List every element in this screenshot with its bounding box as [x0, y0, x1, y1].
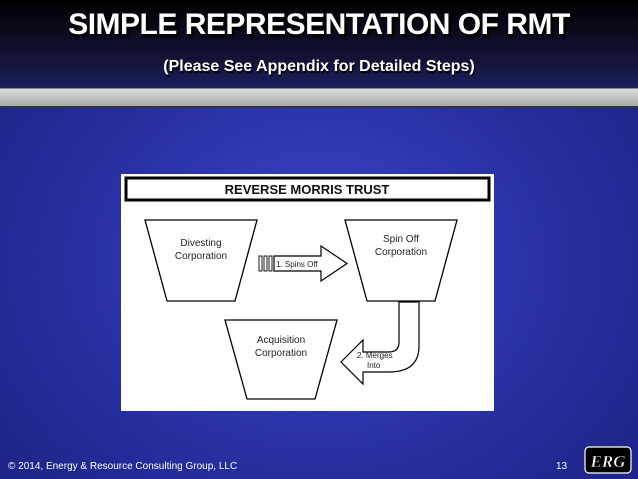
spinoff-corporation-shape	[344, 219, 458, 302]
spins-off-label: 1. Spins Off	[276, 260, 318, 269]
merges-into-label-line1: 2. Merges	[357, 351, 393, 360]
header-divider-band	[0, 88, 638, 108]
divesting-corporation-shape	[144, 219, 258, 302]
erg-logo-text: ERG	[590, 452, 627, 471]
divesting-label-line1: Divesting	[180, 238, 221, 249]
header-bar	[0, 0, 638, 88]
slide-title: SIMPLE REPRESENTATION OF RMT	[68, 8, 570, 41]
erg-logo: ERG	[584, 446, 632, 474]
spins-off-arrow	[258, 244, 349, 283]
divesting-label-line2: Corporation	[175, 251, 227, 262]
spinoff-label-line2: Corporation	[375, 247, 427, 258]
rmt-diagram: REVERSE MORRIS TRUST Divesting Corporati…	[121, 174, 494, 411]
diagram-heading: REVERSE MORRIS TRUST	[225, 182, 390, 197]
copyright-text: © 2014, Energy & Resource Consulting Gro…	[8, 461, 238, 472]
merges-into-arrow	[340, 301, 420, 386]
rmt-diagram-svg: REVERSE MORRIS TRUST Divesting Corporati…	[124, 176, 491, 400]
acquisition-label-line2: Corporation	[255, 348, 307, 359]
spinoff-label-line1: Spin Off	[383, 234, 419, 245]
acquisition-label-line1: Acquisition	[257, 335, 305, 346]
diagram-heading-box	[124, 176, 491, 202]
slide-subtitle: (Please See Appendix for Detailed Steps)	[163, 58, 475, 75]
acquisition-corporation-shape	[224, 319, 338, 400]
merges-into-label-line2: Into	[367, 361, 381, 370]
page-number: 13	[556, 461, 568, 472]
